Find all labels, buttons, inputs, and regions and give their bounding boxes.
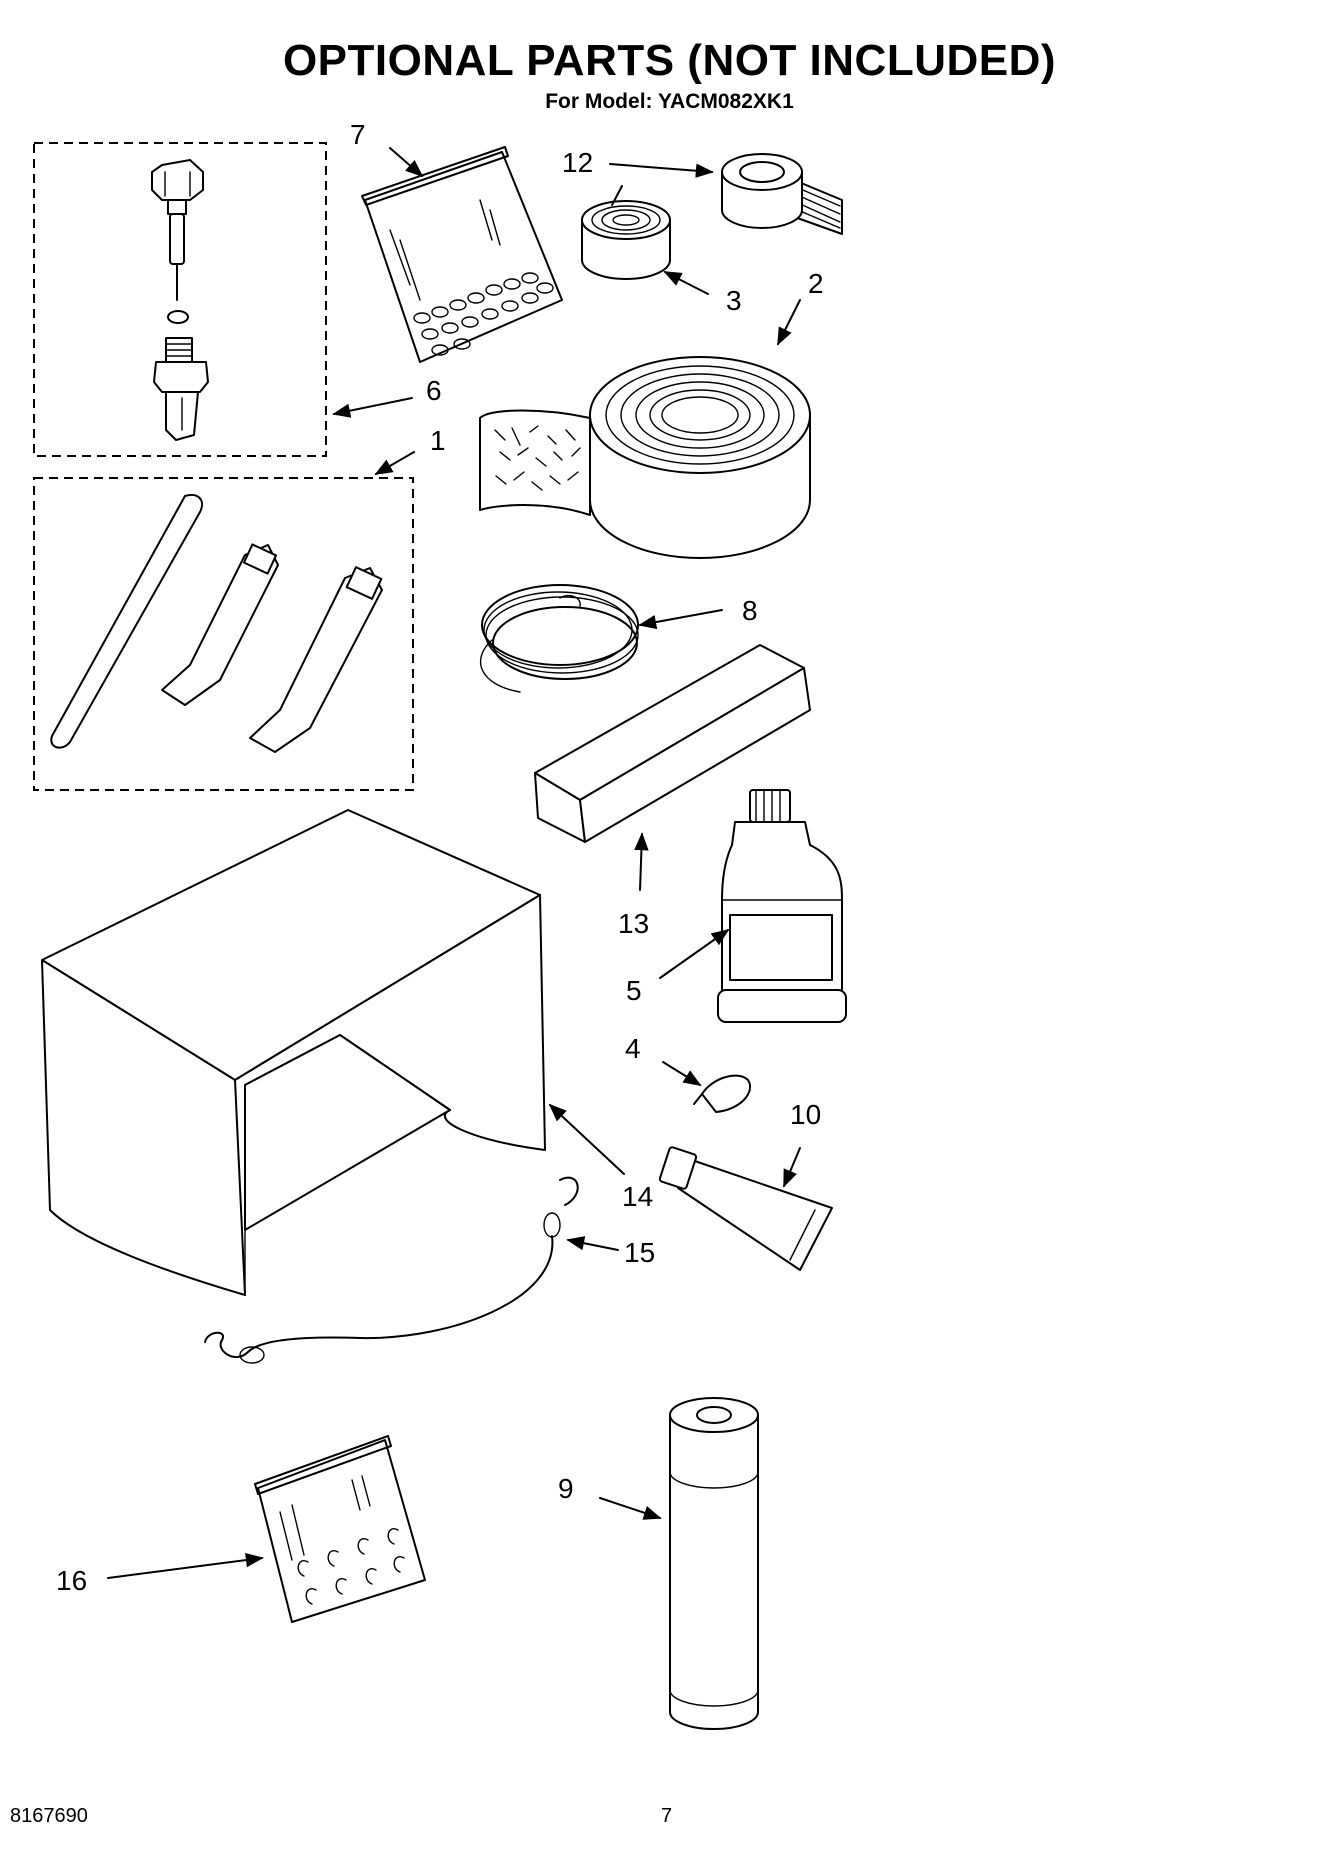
part-7-fastener-bag [361,146,563,363]
leader-10 [783,1147,801,1188]
model-subtitle: For Model: YACM082XK1 [545,90,794,113]
part-8-coil [480,584,639,693]
leader-6 [332,397,413,418]
callout-5: 5 [626,975,642,1006]
part-2-insulation-roll [479,356,811,559]
part-6-valve-assembly [33,142,327,457]
leader-1 [374,451,415,475]
page-number: 7 [661,1805,673,1827]
callout-8: 8 [742,595,758,626]
part-16-clip-bag [254,1435,426,1623]
part-3-tape-roll-small [581,185,671,280]
callout-16: 16 [56,1565,87,1596]
part-6-dashed-box [33,142,327,457]
callout-9: 9 [558,1473,574,1504]
part-5-bottle [717,789,847,1023]
leader-16 [107,1552,264,1579]
callout-12: 12 [562,147,593,178]
leader-14 [548,1103,625,1175]
leader-12 [609,163,714,178]
part-13-foam-strip [534,644,811,843]
part-12-tape-roll [721,153,843,235]
leader-2 [777,299,801,346]
callout-3: 3 [726,285,742,316]
part-4-capsule [693,1074,751,1113]
callout-7: 7 [350,119,366,150]
page-title: OPTIONAL PARTS (NOT INCLUDED) [282,36,1057,85]
callout-2: 2 [808,268,824,299]
callout-6: 6 [426,375,442,406]
leader-arrows [107,147,801,1579]
leader-4 [662,1061,702,1086]
callout-1: 1 [430,425,446,456]
leader-9 [599,1497,662,1520]
part-14-cover [41,809,546,1296]
part-9-aerosol-can [669,1397,759,1730]
part-15-cord [204,1176,579,1364]
callout-15: 15 [624,1237,655,1268]
leader-3 [663,271,709,295]
leader-5 [659,928,730,979]
leader-7 [389,147,424,178]
part-1-sealant-kit [33,477,414,791]
callout-4: 4 [625,1033,641,1064]
callout-14: 14 [622,1181,653,1212]
callout-10: 10 [790,1099,821,1130]
callout-13: 13 [618,908,649,939]
part-10-tube [658,1146,833,1271]
leader-8 [638,609,723,630]
leader-13 [634,832,649,891]
document-number: 8167690 [10,1805,88,1827]
leader-15 [566,1236,619,1251]
